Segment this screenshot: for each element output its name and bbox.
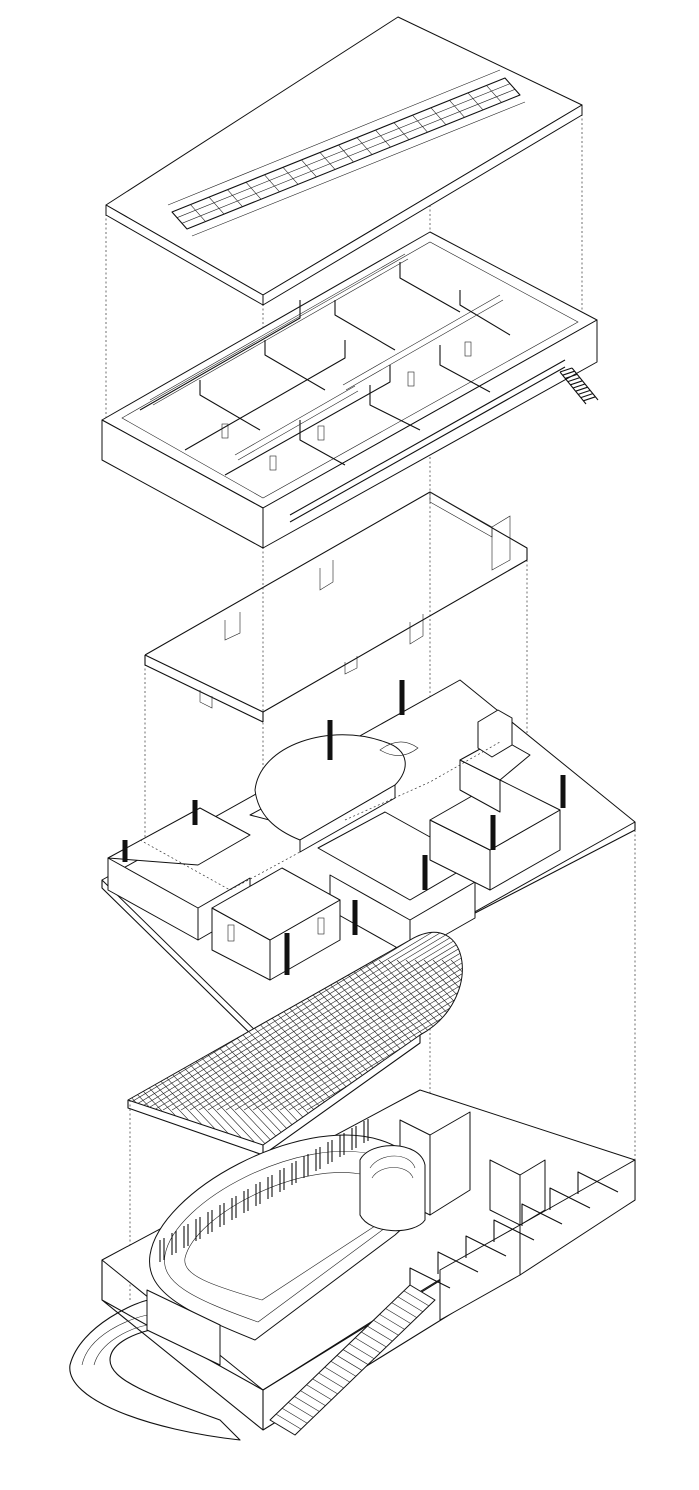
column <box>422 855 428 890</box>
column <box>192 800 198 825</box>
roof-slab <box>105 16 583 306</box>
basement-ramp <box>269 1284 436 1436</box>
exterior-stair <box>559 367 599 405</box>
column <box>284 933 290 975</box>
column <box>560 775 566 808</box>
upper-floor <box>101 231 598 549</box>
skylight-grid <box>167 69 526 237</box>
basement-storage-bays <box>409 1171 619 1290</box>
column <box>490 815 496 850</box>
column <box>352 900 358 935</box>
ground-floor-columns <box>122 680 566 975</box>
basement-walls <box>69 1089 636 1441</box>
column <box>399 680 405 715</box>
ground-floor-ceiling <box>144 491 528 723</box>
column <box>327 720 333 760</box>
column <box>122 840 128 862</box>
basement-colonnade <box>159 1119 369 1262</box>
